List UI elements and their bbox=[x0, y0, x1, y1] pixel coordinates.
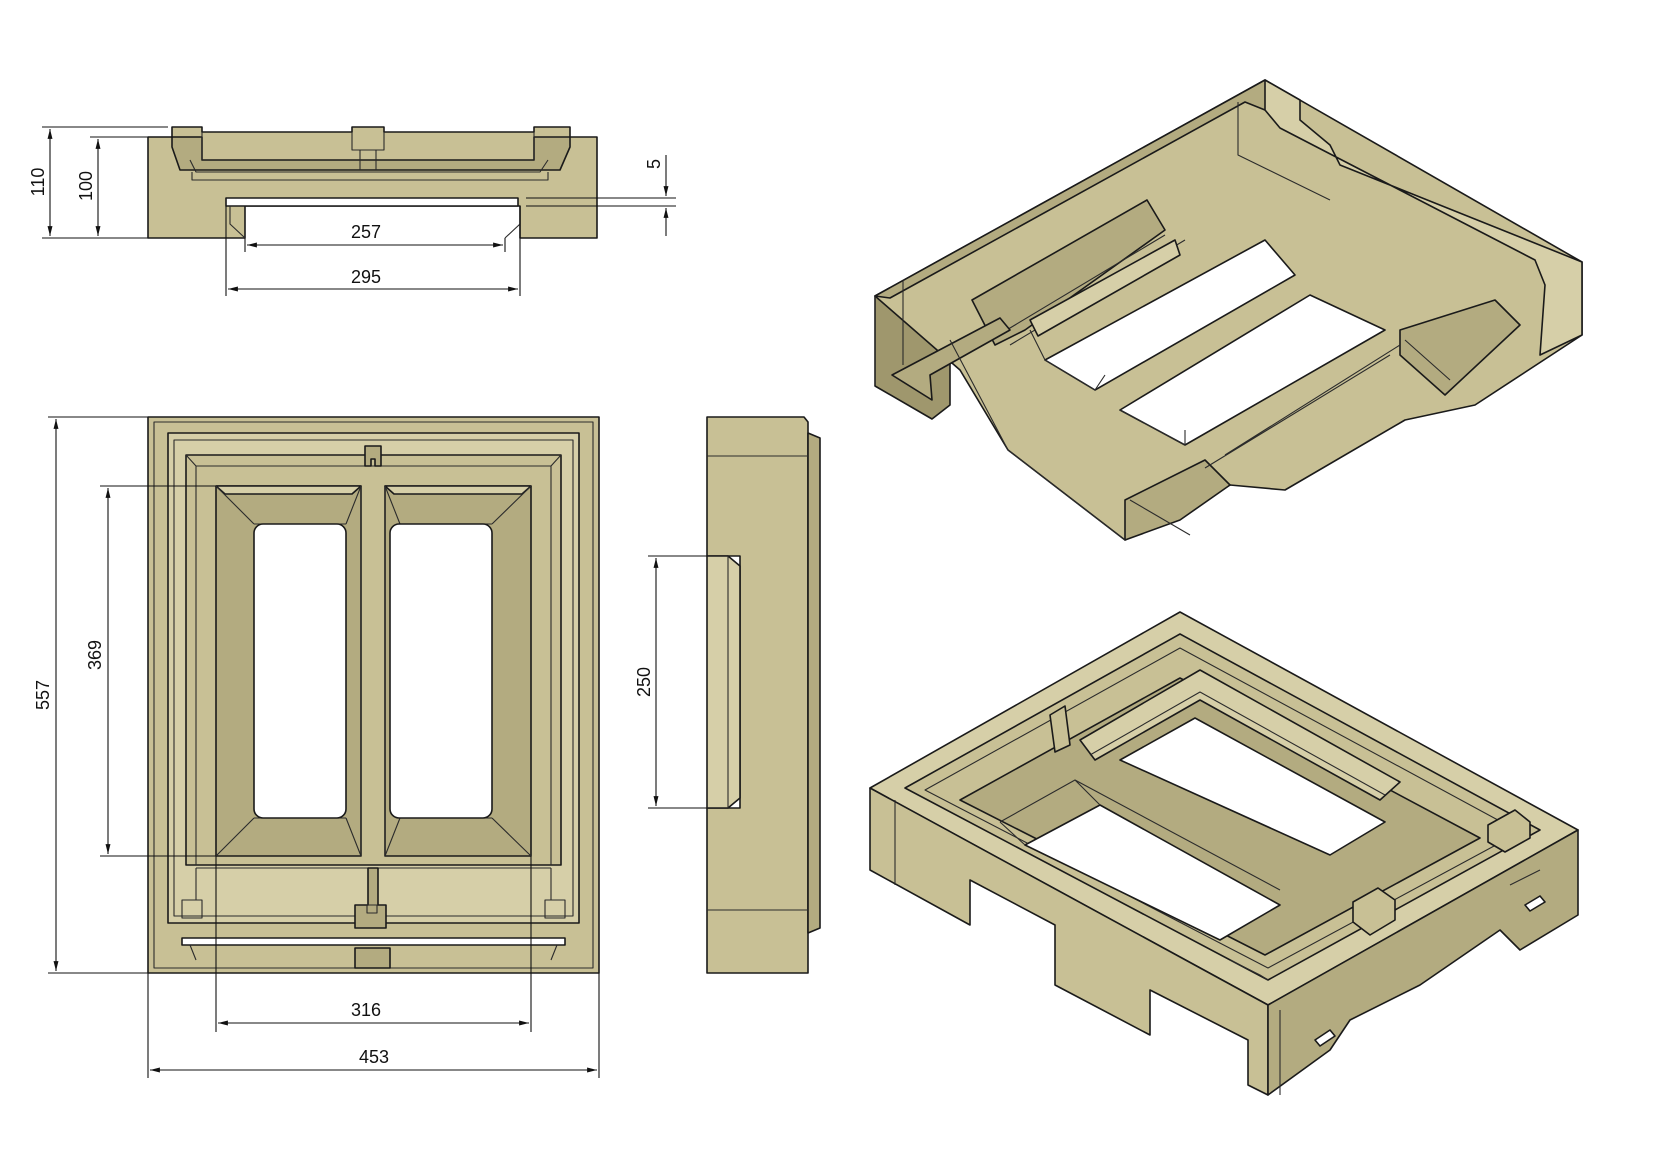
top-view bbox=[147, 126, 598, 239]
plan-view bbox=[147, 416, 600, 974]
dim-100: 100 bbox=[76, 171, 96, 201]
dim-250: 250 bbox=[634, 667, 654, 697]
dim-5: 5 bbox=[644, 159, 664, 169]
dim-369: 369 bbox=[85, 640, 105, 670]
top-view-dimensions: 110 100 257 295 5 bbox=[28, 126, 676, 296]
iso-view-underside bbox=[874, 79, 1583, 541]
iso2-opening-b bbox=[1024, 804, 1281, 941]
dim-257: 257 bbox=[351, 222, 381, 242]
iso2-opening-a bbox=[1119, 717, 1386, 856]
plan-right-opening bbox=[389, 523, 493, 819]
dim-453: 453 bbox=[359, 1047, 389, 1067]
plan-view-dimensions: 557 369 316 453 bbox=[33, 416, 600, 1078]
side-view bbox=[706, 416, 821, 974]
plan-top-notch bbox=[364, 445, 382, 467]
dim-110: 110 bbox=[28, 168, 48, 197]
dim-295: 295 bbox=[351, 267, 381, 287]
dim-557: 557 bbox=[33, 680, 53, 710]
dim-316: 316 bbox=[351, 1000, 381, 1020]
iso-view-top bbox=[869, 611, 1579, 1096]
iso2-right-face bbox=[1267, 829, 1579, 1096]
plan-left-opening bbox=[253, 523, 347, 819]
top-view-slot bbox=[225, 197, 519, 207]
side-view-dimensions: 250 bbox=[634, 555, 707, 809]
